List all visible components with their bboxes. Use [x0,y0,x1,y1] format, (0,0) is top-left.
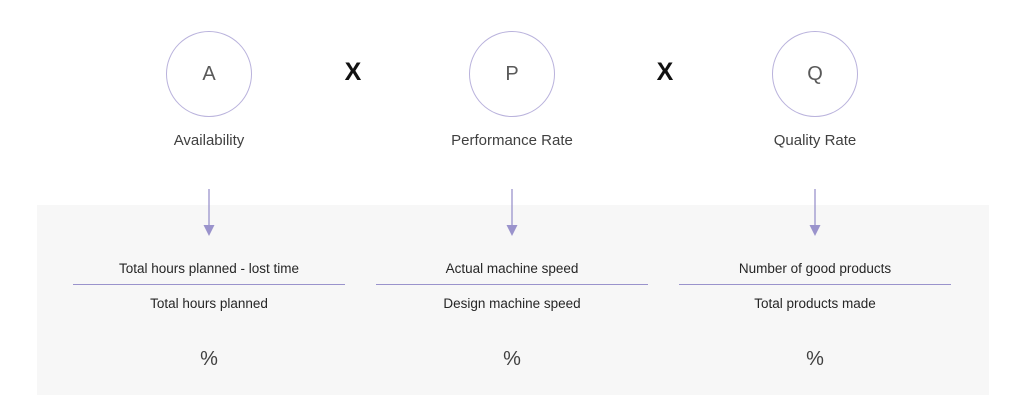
arrow-down-icon [203,189,215,236]
formula-denominator: Design machine speed [443,296,581,311]
factor-circle-q: Q [772,31,858,117]
fraction-divider [376,284,648,285]
factor-letter: P [505,62,519,85]
factor-availability: A Availability Total hours planned - los… [73,0,345,411]
percent-unit: % [503,348,521,370]
factor-performance-rate: P Performance Rate Actual machine speed … [376,0,648,411]
formula-panel [37,205,989,395]
formula-numerator: Total hours planned - lost time [118,261,300,276]
factor-letter: A [202,62,216,85]
multiply-operator: X [344,58,362,86]
factor-label: Quality Rate [773,132,857,149]
formula-denominator: Total hours planned [150,296,268,311]
multiply-operator: X [656,58,674,86]
arrow-down-icon [809,189,821,236]
factor-label: Performance Rate [451,132,573,149]
fraction-divider [73,284,345,285]
factor-circle-p: P [469,31,555,117]
formula-numerator: Actual machine speed [445,261,579,276]
fraction-divider [679,284,951,285]
factor-quality-rate: Q Quality Rate Number of good products T… [679,0,951,411]
factor-letter: Q [807,62,823,85]
arrow-down-icon [506,189,518,236]
percent-unit: % [806,348,824,370]
percent-unit: % [200,348,218,370]
formula-denominator: Total products made [754,296,876,311]
factor-label: Availability [173,132,245,149]
factor-circle-a: A [166,31,252,117]
formula-numerator: Number of good products [738,261,892,276]
